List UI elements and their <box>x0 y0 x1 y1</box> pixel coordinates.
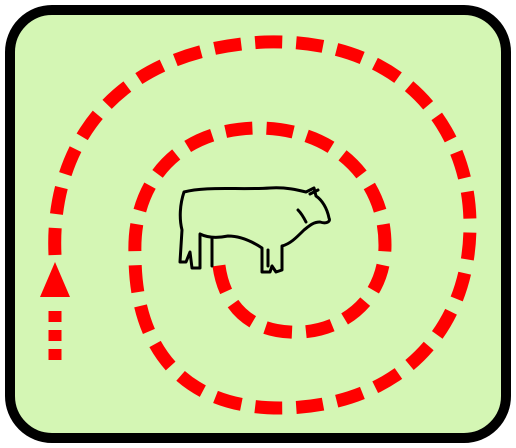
diagram-canvas <box>0 0 516 448</box>
